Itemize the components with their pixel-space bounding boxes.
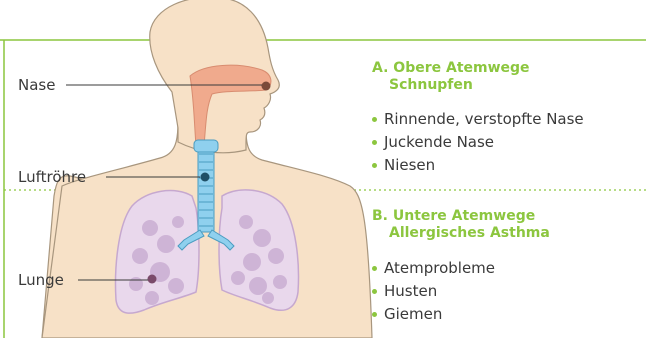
upper-airways-heading: A. Obere Atemwege Schnupfen xyxy=(372,60,530,94)
upper-airways-subtitle: Schnupfen xyxy=(372,77,530,94)
list-item: Husten xyxy=(372,280,495,303)
list-item: Giemen xyxy=(372,303,495,326)
lower-airways-subtitle: Allergisches Asthma xyxy=(372,225,550,242)
trachea-label: Luftröhre xyxy=(18,168,86,186)
list-item: Juckende Nase xyxy=(372,131,584,154)
list-item: Rinnende, verstopfte Nase xyxy=(372,108,584,131)
bullet-dot xyxy=(372,266,377,271)
lower-airways-title: B. Untere Atemwege xyxy=(372,208,535,224)
list-item: Atemprobleme xyxy=(372,257,495,280)
lung-label: Lunge xyxy=(18,271,64,289)
bullet-dot xyxy=(372,312,377,317)
trachea xyxy=(194,140,218,232)
bullet-dot xyxy=(372,289,377,294)
nose-marker xyxy=(262,82,271,91)
bullet-dot xyxy=(372,117,377,122)
trachea-marker xyxy=(201,173,210,182)
nose-label: Nase xyxy=(18,76,55,94)
lower-airways-heading: B. Untere Atemwege Allergisches Asthma xyxy=(372,208,550,242)
upper-airways-title: A. Obere Atemwege xyxy=(372,60,530,76)
lower-symptom-list: Atemprobleme Husten Giemen xyxy=(372,257,495,326)
bullet-dot xyxy=(372,140,377,145)
bullet-dot xyxy=(372,163,377,168)
lung-marker xyxy=(148,275,157,284)
upper-symptom-list: Rinnende, verstopfte Nase Juckende Nase … xyxy=(372,108,584,177)
list-item: Niesen xyxy=(372,154,584,177)
